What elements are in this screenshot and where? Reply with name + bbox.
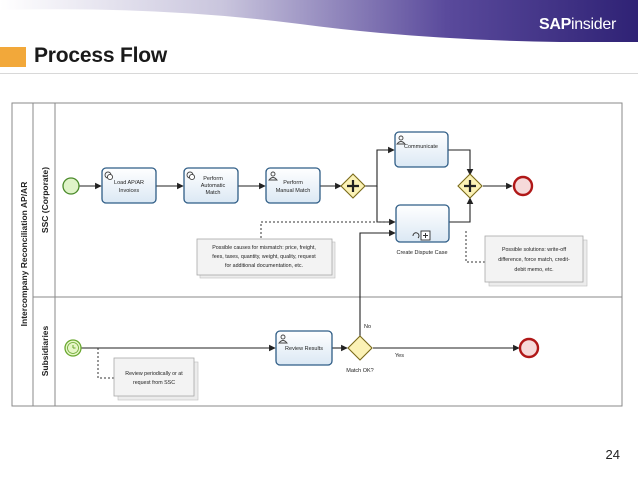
service-icon	[104, 171, 114, 181]
flow-dispute-to-join	[449, 197, 474, 223]
svg-text:Manual Match: Manual Match	[276, 188, 311, 194]
end-event-ssc	[512, 175, 534, 197]
svg-text:Possible causes for mismatch:: Possible causes for mismatch: price, fre…	[212, 245, 316, 251]
assoc-review-note	[97, 348, 114, 379]
annotation-review-note: Review periodically or at request from S…	[113, 357, 199, 401]
flow-matchok-no	[359, 229, 396, 336]
task-automatic-match: Perform Automatic Match	[183, 167, 239, 204]
svg-text:Review periodically or at: Review periodically or at	[125, 371, 183, 377]
page-title: Process Flow	[34, 44, 167, 67]
end-event-subsidiaries	[518, 337, 540, 359]
loop-icon	[412, 232, 420, 239]
dispute-case-label: Create Dispute Case	[396, 250, 447, 256]
user-icon	[396, 135, 406, 145]
service-icon	[186, 171, 196, 181]
brand-logo: SAPinsider	[538, 16, 616, 33]
svg-text:Review Results: Review Results	[285, 346, 323, 352]
start-event	[62, 177, 80, 195]
task-load-invoices: Load AP/AR Invoices	[101, 167, 157, 204]
title-accent-bar	[0, 47, 26, 67]
assoc-causes	[260, 221, 395, 238]
title-divider	[0, 73, 638, 74]
svg-text:debit memo, etc.: debit memo, etc.	[514, 267, 553, 273]
task-manual-match: Perform Manual Match	[265, 167, 321, 204]
flow-communicate-to-join	[448, 149, 474, 176]
svg-text:fees, taxes, quantity, weight,: fees, taxes, quantity, weight, quality, …	[212, 254, 316, 260]
user-icon	[268, 171, 278, 181]
svg-text:request from SSC: request from SSC	[133, 380, 175, 386]
lane-label-ssc: SSC (Corporate)	[40, 167, 50, 233]
svg-text:Perform: Perform	[203, 176, 223, 182]
match-ok-label: Match OK?	[346, 368, 374, 374]
lane-label-subsidiaries: Subsidiaries	[40, 325, 50, 376]
svg-text:Invoices: Invoices	[119, 188, 139, 194]
task-review-results: Review Results	[275, 330, 333, 366]
match-ok-gateway	[347, 335, 373, 361]
flow-yes-label: Yes	[395, 353, 404, 359]
pool-label: Intercompany Reconciliation AP/AR	[19, 182, 29, 327]
join-gateway	[457, 173, 483, 199]
svg-text:Load AP/AR: Load AP/AR	[114, 180, 144, 186]
svg-text:Possible solutions: write-off: Possible solutions: write-off	[502, 247, 567, 253]
annotation-possible-solutions: Possible solutions: write-off difference…	[484, 235, 588, 287]
svg-text:Automatic: Automatic	[201, 183, 226, 189]
annotation-mismatch-causes: Possible causes for mismatch: price, fre…	[196, 238, 336, 279]
svg-text:Communicate: Communicate	[404, 144, 438, 150]
header-banner: SAPinsider	[0, 0, 638, 42]
svg-text:for additional documentation,: for additional documentation, etc.	[225, 263, 303, 269]
subprocess-dispute-case	[395, 204, 450, 243]
assoc-solutions	[465, 230, 485, 263]
svg-text:Perform: Perform	[283, 180, 303, 186]
split-gateway	[340, 173, 366, 199]
page-number: 24	[605, 447, 620, 462]
flow-gateway-to-communicate	[365, 146, 395, 187]
flow-no-label: No	[364, 324, 371, 330]
timer-inner-ring	[67, 342, 79, 354]
svg-text:difference, force match, credi: difference, force match, credit-	[498, 257, 570, 263]
svg-text:Match: Match	[206, 190, 221, 196]
user-icon	[278, 334, 288, 344]
task-communicate: Communicate	[394, 131, 449, 168]
